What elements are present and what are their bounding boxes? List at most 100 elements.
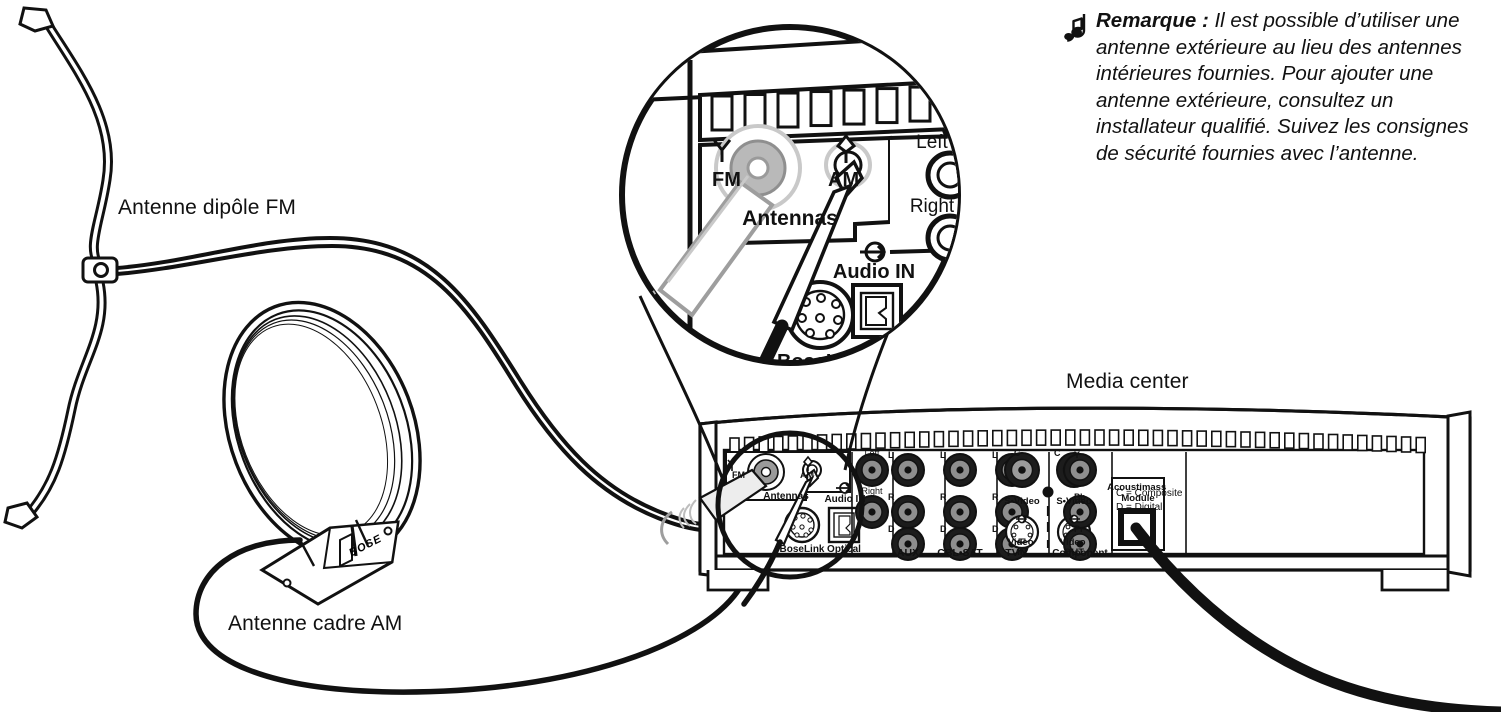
component-jack-label: Y [1074, 450, 1080, 460]
note-text: Il est possible d’utiliser une antenne e… [1096, 9, 1469, 165]
vent-slot [1006, 429, 1018, 447]
panel-label-svideo-in: S•Video [1004, 496, 1040, 507]
acoustimass-line1: Acoustimass [1107, 482, 1166, 493]
rca-jack-label: R [888, 492, 895, 502]
rca-jack-label: L [888, 450, 894, 460]
note-block: Remarque : Il est possible d’utiliser un… [1096, 8, 1496, 168]
fm-antenna-caption: Antenne dipôle FM [118, 196, 296, 219]
fm-antenna-cable [116, 235, 736, 533]
vent-slot-magnified [875, 87, 899, 125]
am-antenna-plug [741, 468, 820, 607]
component-jack-pin [1076, 466, 1084, 474]
audio-in-icon [836, 482, 852, 494]
rca-jack-label: R [992, 492, 999, 502]
rca-group-label: AUX [897, 547, 919, 559]
panel-label-video-out-composite: C [1054, 448, 1061, 458]
magnified-antenna-jacks-view: FM AM Antennas Left Right Audio IN BoseL… [619, 24, 996, 366]
vent-slot [1254, 431, 1266, 449]
rca-jack-pin [956, 540, 964, 548]
rca-jack-label: R [940, 492, 947, 502]
vent-slot-magnified [976, 84, 996, 118]
am-loop-antenna [222, 300, 422, 606]
vent-slot [860, 432, 872, 450]
mag-label-am: AM [828, 169, 859, 191]
mag-label-right: Right [910, 196, 955, 217]
vent-slot [1123, 429, 1134, 446]
rear-panel-labels: FM AM Antennas Left Right Audio IN BoseL… [727, 448, 1183, 559]
vent-slot [977, 430, 989, 447]
vent-slot-magnified [908, 85, 932, 123]
rca-jack-pin [904, 466, 912, 474]
rca-jack-pin [956, 508, 964, 516]
panel-legend-digital: D = Digital [1116, 502, 1162, 513]
vent-slot [1167, 429, 1178, 447]
panel-label-optical: Optical [827, 544, 861, 555]
mag-label-left: Left [916, 132, 948, 153]
vent-slot [1400, 436, 1412, 453]
vent-slot [918, 431, 930, 448]
vent-slot [875, 432, 886, 449]
rca-jack-label: L [940, 450, 946, 460]
mag-label-audio-in: Audio IN [833, 261, 915, 283]
vent-slot-magnified [842, 88, 866, 126]
component-jack-label: Pr [1074, 524, 1084, 534]
vent-slot [1065, 429, 1076, 446]
vent-slot [1181, 430, 1193, 447]
ventilation-slots [729, 429, 1426, 454]
panel-label-antennas: Antennas [763, 491, 809, 502]
magnifier-focus-ring [715, 430, 865, 580]
mag-label-antennas: Antennas [742, 207, 838, 230]
rca-jack-label: D [888, 524, 895, 534]
vent-slot [1327, 433, 1339, 451]
music-note-icon [1064, 14, 1086, 42]
vent-slot [787, 435, 799, 452]
rca-jack-pin [1008, 508, 1016, 516]
video-in-line2: IN [1017, 547, 1027, 558]
video-out-line2: OUT [1064, 547, 1084, 558]
vent-slot-magnified [710, 94, 734, 132]
vent-slot [948, 430, 959, 448]
rca-jack-label: L [992, 450, 998, 460]
video-in-jacks [1004, 452, 1040, 550]
am-plug-magnified [735, 159, 865, 363]
audio-in-icon-magnified [860, 241, 887, 263]
rca-group-label: CBL•SAT [937, 547, 983, 559]
vent-slot [1035, 429, 1047, 446]
note-label: Remarque : [1096, 9, 1209, 32]
vent-slot [772, 435, 784, 453]
vent-slot-magnified [776, 91, 800, 129]
vent-slot [729, 437, 740, 454]
panel-label-fm: FM [732, 470, 745, 480]
rca-jack-label: D [940, 524, 947, 534]
component-jack-pin [1076, 508, 1084, 516]
vent-slot [1079, 429, 1091, 446]
antenna-symbols-magnified [712, 133, 857, 163]
vent-slot-magnified [809, 90, 833, 128]
rca-jack-pin [904, 508, 912, 516]
antenna-symbols-panel [727, 455, 814, 471]
am-antenna-caption: Antenne cadre AM [228, 612, 403, 635]
vent-slot [991, 429, 1003, 447]
vent-slot [1386, 435, 1397, 453]
vent-slot [1284, 432, 1295, 449]
vent-slot [1050, 429, 1061, 446]
acoustimass-line2: Module [1121, 493, 1154, 504]
vent-slot [1415, 436, 1426, 454]
vent-slot [1094, 429, 1105, 446]
vent-slot [1357, 434, 1368, 452]
panel-label-boselink: BoseLink [779, 544, 824, 555]
vent-slot [904, 431, 916, 449]
vent-slot [1313, 433, 1324, 450]
video-separator-dot [1042, 486, 1054, 498]
acoustimass-cable [1130, 522, 1501, 712]
panel-label-video-out: Video OUT [1060, 537, 1088, 558]
rca-jack-pin [956, 466, 964, 474]
vent-slot [1152, 429, 1164, 447]
vent-slot [1371, 435, 1383, 452]
rca-jack-label: D [992, 524, 999, 534]
vent-slot [1269, 431, 1280, 449]
mag-label-fm: FM [712, 169, 741, 191]
panel-label-component: Component [1052, 548, 1108, 559]
